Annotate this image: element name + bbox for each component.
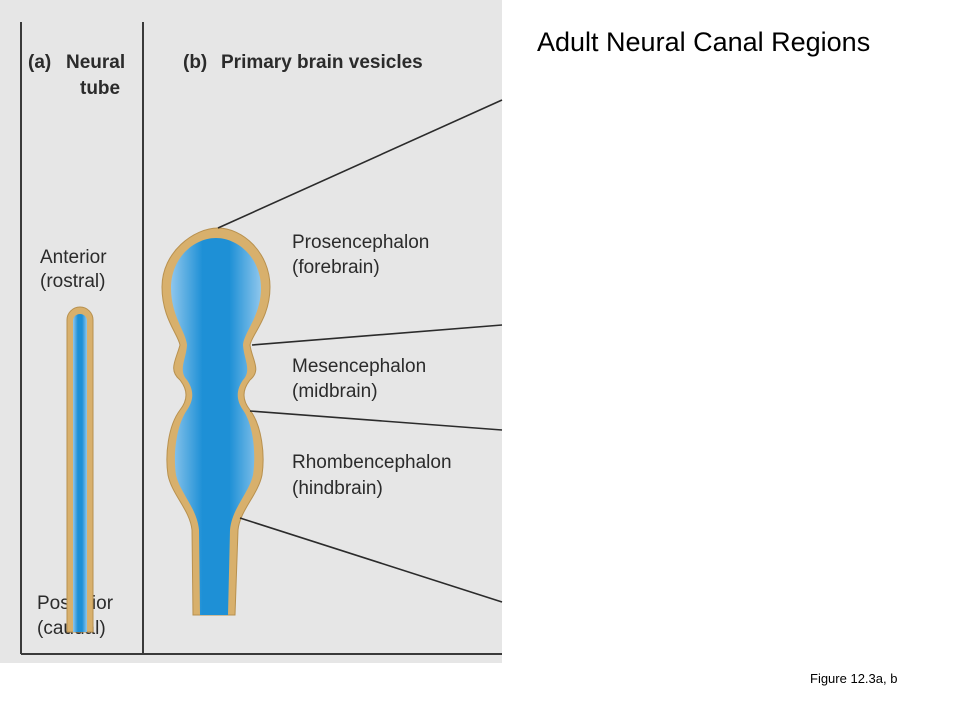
hindbrain-label: (hindbrain) [292, 478, 383, 499]
prosencephalon-label: Prosencephalon [292, 232, 429, 253]
anterior-label: Anterior [40, 247, 107, 268]
neural-tube-drawing [66, 306, 94, 633]
figure-caption: Figure 12.3a, b [810, 671, 898, 686]
connector-lines [217, 99, 503, 603]
panel-a-heading-line1: Neural [66, 52, 125, 73]
neural-tube-canal [73, 314, 87, 632]
connector-line [239, 517, 503, 603]
connector-line [217, 99, 503, 229]
panel-a-letter: (a) [28, 52, 51, 73]
anterior-sublabel: (rostral) [40, 271, 105, 292]
midbrain-label: (midbrain) [292, 381, 378, 402]
panel-a-heading-line2: tube [80, 78, 120, 99]
rhombencephalon-label: Rhombencephalon [292, 452, 452, 473]
connector-line [251, 324, 503, 346]
mesencephalon-label: Mesencephalon [292, 356, 426, 377]
forebrain-label: (forebrain) [292, 257, 380, 278]
vesicle-canal [171, 238, 261, 615]
primary-brain-vesicles-drawing [161, 227, 271, 616]
slide-title: Adult Neural Canal Regions [537, 27, 871, 57]
connector-line [249, 410, 503, 431]
panel-borders [20, 22, 502, 655]
panel-b-heading: Primary brain vesicles [221, 52, 423, 73]
panel-b-letter: (b) [183, 52, 207, 73]
